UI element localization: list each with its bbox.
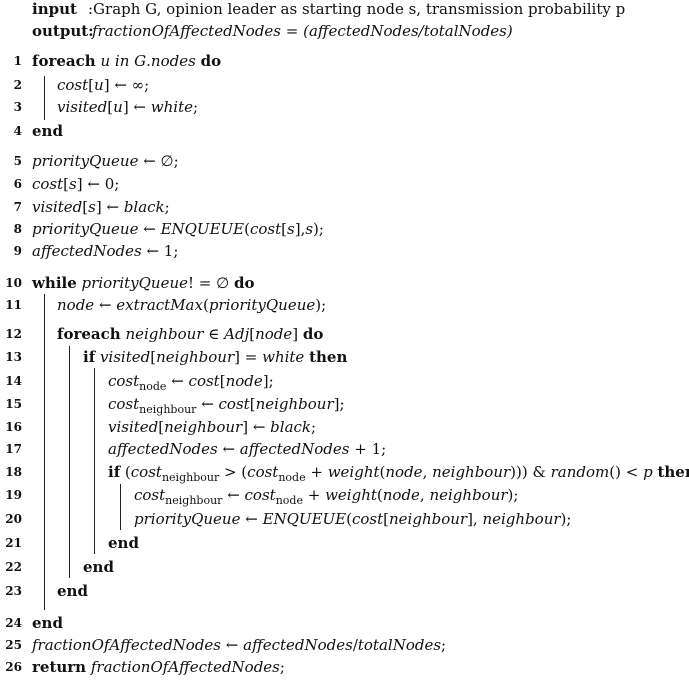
line-number: 19 (5, 488, 22, 502)
line-code: end (57, 582, 88, 600)
line-code: fractionOfAffectedNodes ← affectedNodes/… (32, 636, 447, 654)
line-code: cost[u] ← ∞; (57, 76, 150, 94)
line-code: node ← extractMax(priorityQueue); (57, 296, 327, 314)
line-code: foreach u in G.nodes do (32, 52, 222, 70)
line-code: affectedNodes ← 1; (32, 242, 179, 260)
line-number: 8 (13, 222, 22, 236)
line-number: 7 (13, 200, 22, 214)
line-code: costneighbour ← cost[neighbour]; (108, 395, 345, 416)
line-code: priorityQueue ← ∅; (32, 152, 179, 170)
line-code: return fractionOfAffectedNodes; (32, 658, 285, 676)
line-code: if visited[neighbour] = white then (83, 348, 348, 366)
block-bar-foreach-12 (69, 346, 70, 578)
line-code: priorityQueue ← ENQUEUE(cost[s],s); (32, 220, 324, 238)
line-number: 2 (13, 78, 22, 92)
line-code: end (32, 614, 63, 632)
line-code: affectedNodes ← affectedNodes + 1; (108, 440, 387, 458)
input-keyword: input (32, 0, 77, 18)
line-number: 23 (5, 584, 22, 598)
line-code: visited[u] ← white; (57, 98, 199, 116)
line-number: 14 (5, 374, 22, 388)
line-code: cost[s] ← 0; (32, 175, 120, 193)
line-number: 15 (5, 397, 22, 411)
output-description: fractionOfAffectedNodes = (affectedNodes… (92, 22, 513, 40)
line-number: 24 (5, 616, 22, 630)
block-bar-while-10 (44, 294, 45, 610)
line-number: 3 (13, 100, 22, 114)
line-code: priorityQueue ← ENQUEUE(cost[neighbour],… (134, 510, 572, 528)
input-description: :Graph G, opinion leader as starting nod… (88, 0, 626, 18)
output-keyword: output: (32, 22, 94, 40)
line-number: 10 (5, 276, 22, 290)
block-bar-if-18 (120, 484, 121, 530)
line-code: if (costneighbour > (costnode + weight(n… (108, 463, 689, 484)
line-code: while priorityQueue! = ∅ do (32, 274, 255, 292)
line-number: 13 (5, 350, 22, 364)
line-number: 26 (5, 660, 22, 674)
line-number: 20 (5, 512, 22, 526)
line-number: 1 (13, 54, 22, 68)
line-number: 21 (5, 536, 22, 550)
line-number: 5 (13, 154, 22, 168)
line-number: 9 (13, 244, 22, 258)
line-number: 6 (13, 177, 22, 191)
line-code: end (108, 534, 139, 552)
line-number: 18 (5, 465, 22, 479)
line-number: 17 (5, 442, 22, 456)
block-bar-if-13 (94, 368, 95, 554)
line-number: 11 (5, 298, 22, 312)
line-code: end (32, 122, 63, 140)
line-code: visited[s] ← black; (32, 198, 170, 216)
line-number: 22 (5, 560, 22, 574)
line-code: visited[neighbour] ← black; (108, 418, 317, 436)
line-number: 16 (5, 420, 22, 434)
line-code: foreach neighbour ∈ Adj[node] do (57, 325, 324, 343)
line-code: costneighbour ← costnode + weight(node, … (134, 486, 519, 507)
block-bar-foreach-1 (44, 76, 45, 120)
line-number: 4 (13, 124, 22, 138)
line-number: 12 (5, 327, 22, 341)
line-code: costnode ← cost[node]; (108, 372, 274, 393)
line-code: end (83, 558, 114, 576)
line-number: 25 (5, 638, 22, 652)
